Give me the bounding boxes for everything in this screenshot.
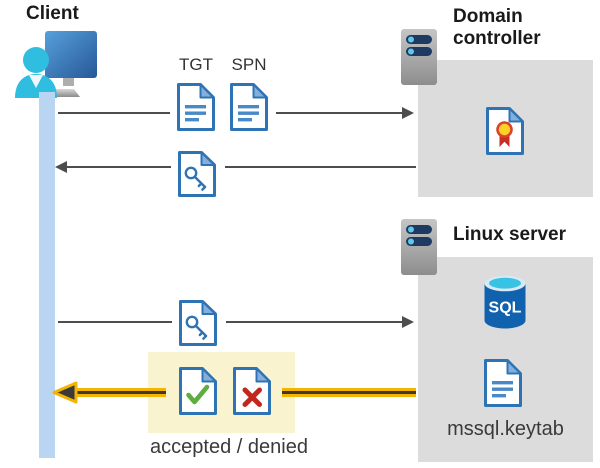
arrow-left-line [67,166,171,168]
linux-server-title: Linux server [453,224,566,245]
arrow-right-line [58,112,170,114]
yellow-arrow-line [282,388,416,397]
denied-x-document-icon [232,366,272,416]
domain-controller-server-icon [400,28,438,86]
arrow-right-head-icon [402,107,414,119]
sql-database-icon: SQL [484,274,526,330]
yellow-arrow-line [75,388,166,397]
arrow-left-line [225,166,416,168]
arrow-left-head-icon [55,161,67,173]
result-label: accepted / denied [150,436,308,458]
keytab-file-label: mssql.keytab [447,418,564,440]
keytab-document-icon [483,358,523,408]
arrow-right-line [276,112,403,114]
yellow-arrow-left-head-icon [52,381,78,404]
tgt-document-icon [176,82,216,132]
arrow-right-line [58,321,172,323]
domain-controller-title: Domain controller [453,6,541,49]
linux-server-icon [400,218,438,276]
arrow-right-head-icon [402,316,414,328]
spn-document-icon [229,82,269,132]
accepted-check-document-icon [178,366,218,416]
key-ticket-document-icon [177,150,217,198]
certificate-document-icon [485,106,525,156]
client-label: Client [26,3,79,24]
arrow-right-line [226,321,403,323]
client-timeline-bar [39,92,55,458]
key-ticket-document-icon [178,299,218,347]
spn-label: SPN [231,55,267,74]
result-highlight-box [148,352,295,433]
client-workstation-user-icon [12,24,102,98]
tgt-label: TGT [179,55,213,74]
sql-badge-text: SQL [489,300,522,317]
